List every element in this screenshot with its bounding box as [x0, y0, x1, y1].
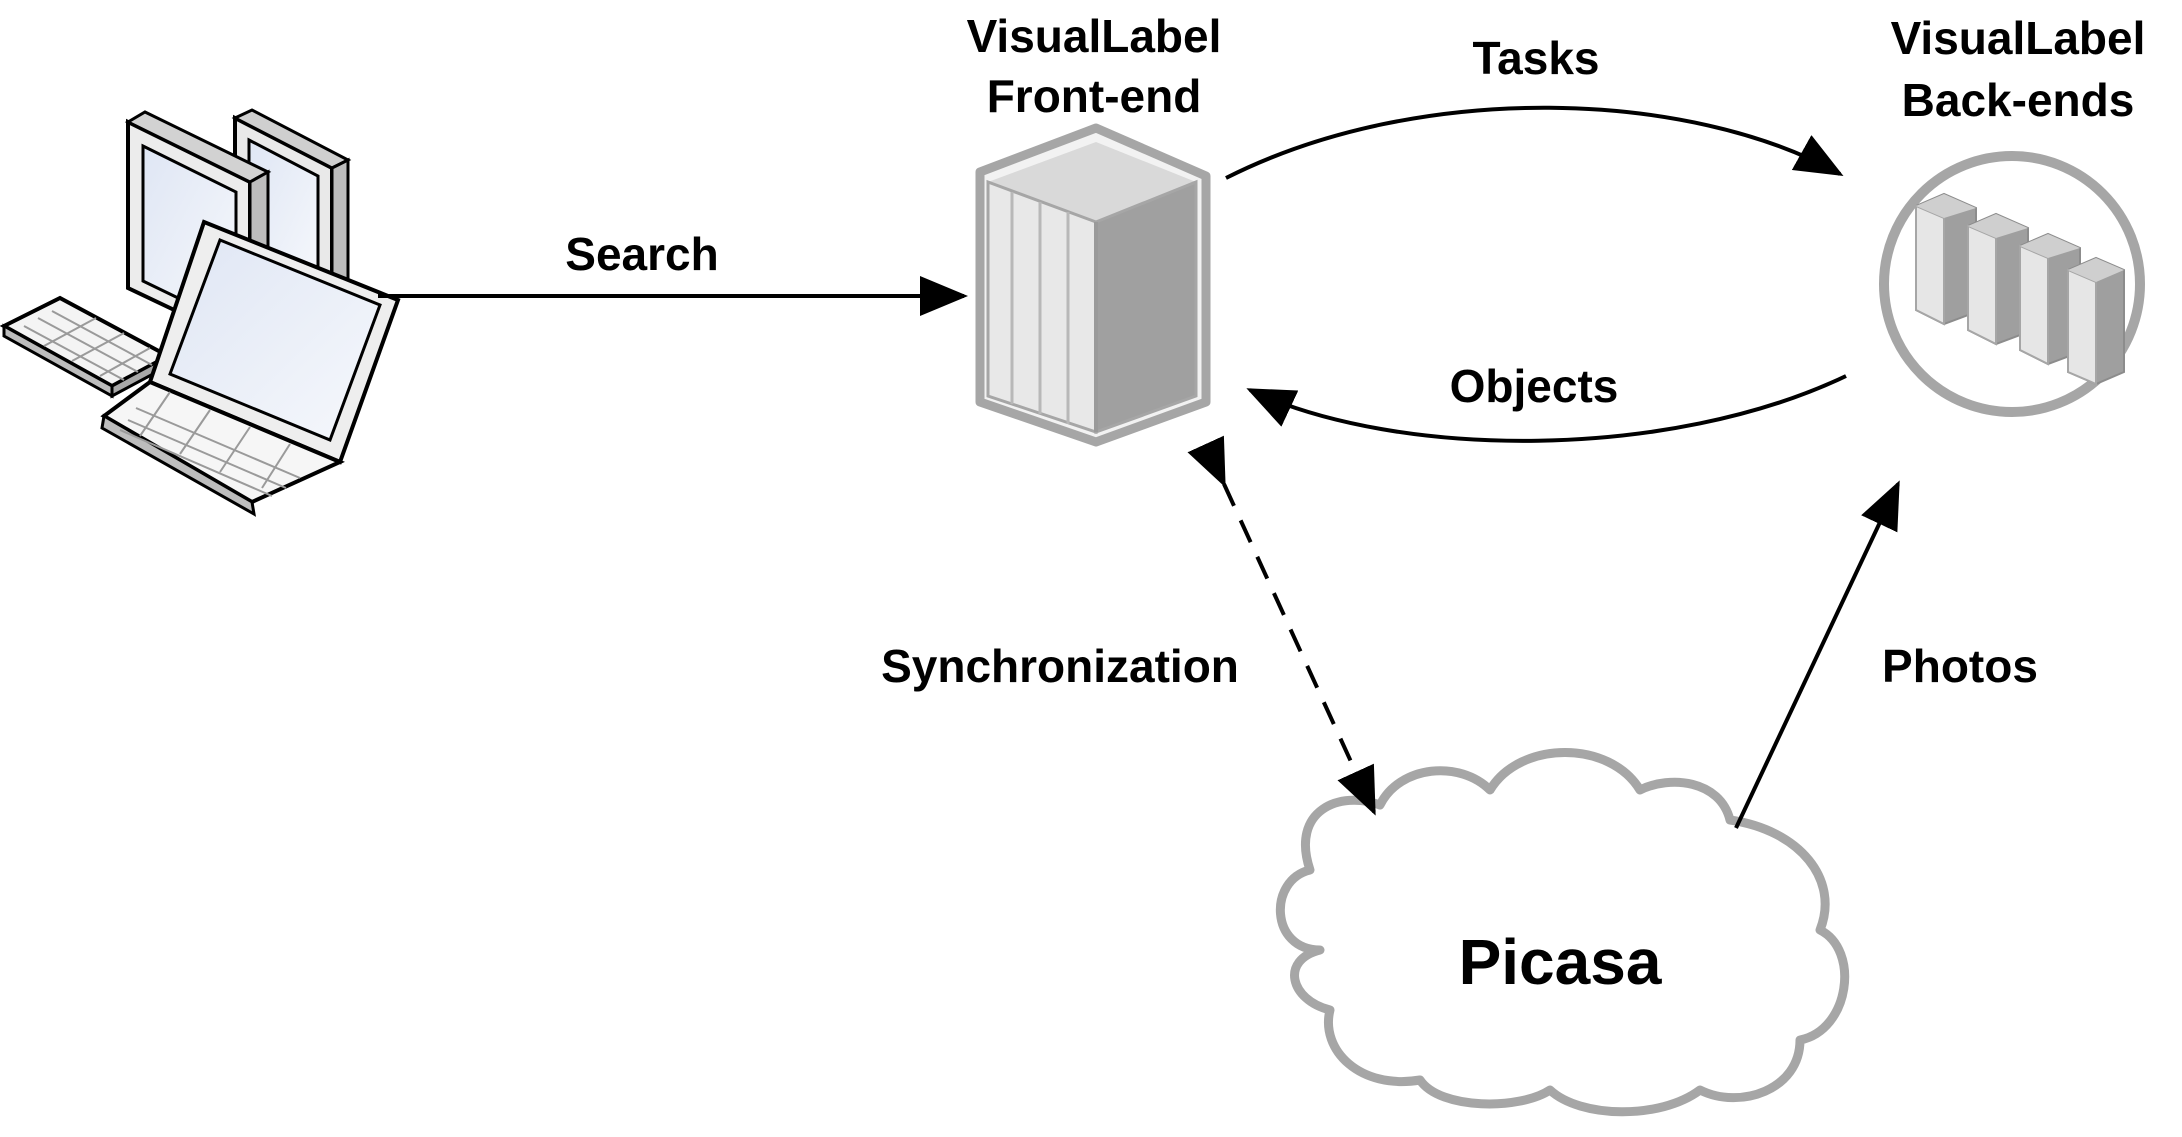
server-icon [975, 123, 1211, 447]
frontend-title-line1: VisualLabel [967, 10, 1222, 62]
frontend-node: VisualLabel Front-end [967, 10, 1222, 447]
backends-title-line1: VisualLabel [1891, 12, 2146, 64]
edge-synchronization: Synchronization [881, 435, 1376, 816]
edge-objects: Objects [1246, 360, 1847, 443]
cluster-server-2 [1967, 212, 2029, 346]
client-computers-icon [0, 108, 401, 517]
edge-photos: Photos [1734, 480, 2038, 829]
picasa-label: Picasa [1459, 926, 1662, 998]
frontend-title-line2: Front-end [987, 70, 1202, 122]
backends-title-line2: Back-ends [1902, 74, 2135, 126]
edge-search: Search [378, 228, 968, 316]
picasa-node: Picasa [1275, 748, 1850, 1117]
cloud-icon [1275, 748, 1850, 1117]
keyboard [0, 295, 173, 399]
cluster-server-4 [2067, 256, 2125, 386]
backends-node: VisualLabel Back-ends [1879, 12, 2146, 417]
laptop [100, 219, 401, 517]
edge-tasks: Tasks [1225, 32, 1844, 180]
search-label: Search [565, 228, 718, 280]
server-cluster-icon [1879, 151, 2145, 417]
objects-label: Objects [1450, 360, 1619, 412]
tasks-label: Tasks [1472, 32, 1599, 84]
photos-label: Photos [1882, 640, 2038, 692]
synchronization-label: Synchronization [881, 640, 1239, 692]
